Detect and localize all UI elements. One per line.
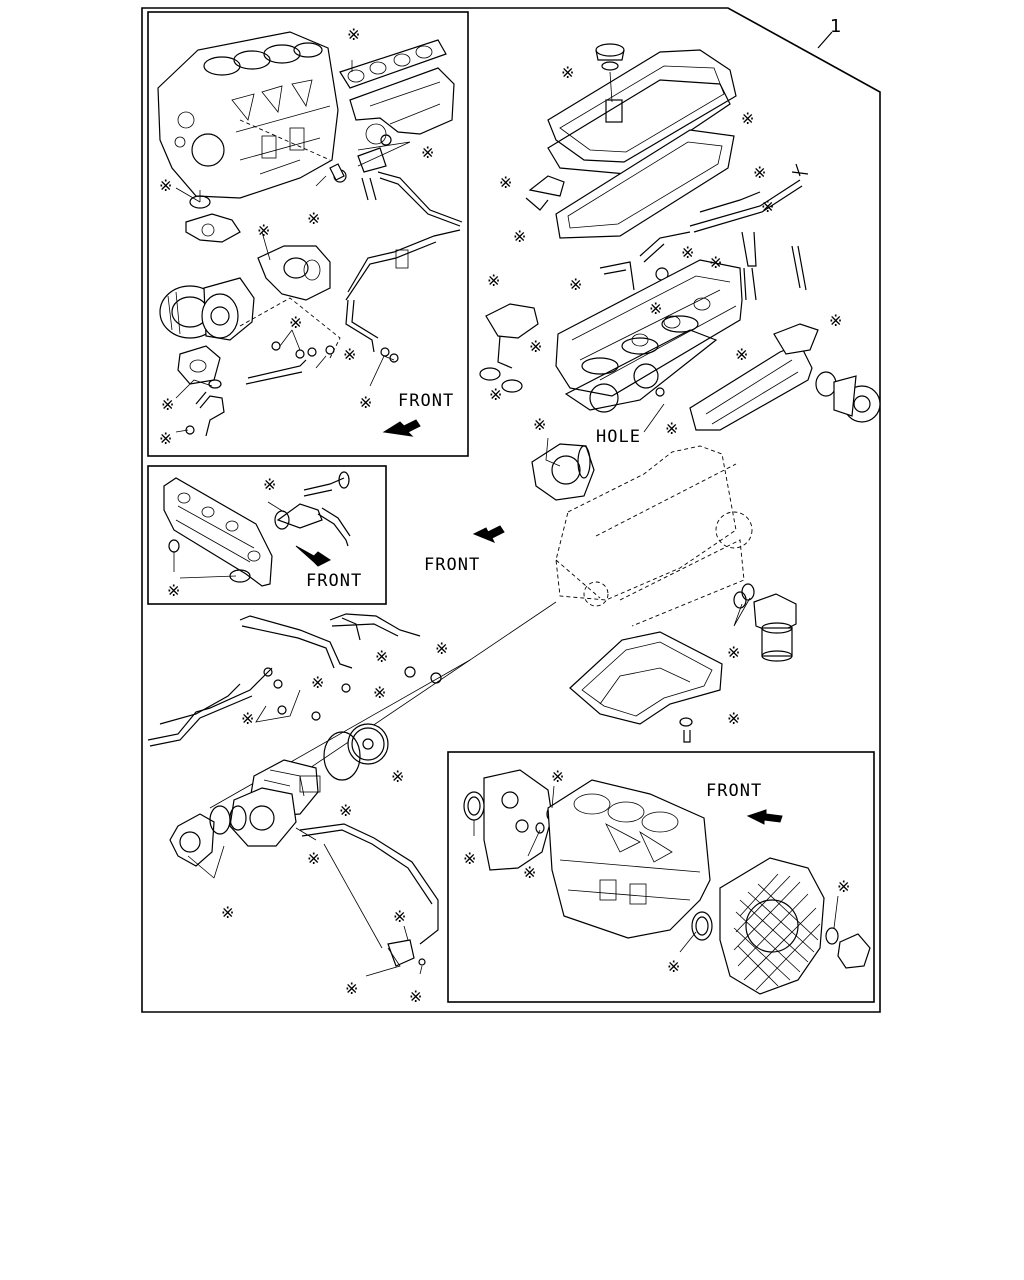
engine-block-inset	[157, 31, 339, 199]
main-engine-assembly: HOLE FRONT	[209, 43, 881, 809]
front-label-inset-small: FRONT	[306, 571, 362, 591]
turbocharger	[159, 277, 255, 341]
asterisk-marker-icon: ※	[551, 767, 564, 786]
asterisk-marker-icon: ※	[375, 647, 388, 666]
inset-flywheel-housing: FRONT	[447, 751, 875, 1003]
inset-turbo-exhaust: FRONT	[147, 11, 469, 457]
asterisk-marker-icon: ※	[727, 709, 740, 728]
asterisk-marker-icon: ※	[359, 393, 372, 412]
exhaust-manifold-gasket	[339, 39, 455, 173]
asterisk-marker-icon: ※	[837, 877, 850, 896]
asterisk-marker-icon: ※	[307, 849, 320, 868]
asterisk-marker-icon: ※	[513, 227, 526, 246]
callout-number: 1	[830, 16, 841, 37]
asterisk-marker-icon: ※	[649, 299, 662, 318]
asterisk-marker-icon: ※	[257, 221, 270, 240]
asterisk-marker-icon: ※	[393, 907, 406, 926]
asterisk-marker-icon: ※	[489, 385, 502, 404]
front-arrow-icon	[746, 809, 783, 825]
asterisk-marker-icon: ※	[339, 801, 352, 820]
asterisk-marker-icon: ※	[523, 863, 536, 882]
asterisk-marker-icon: ※	[161, 395, 174, 414]
asterisk-marker-icon: ※	[373, 683, 386, 702]
outer-frame	[141, 7, 881, 1013]
asterisk-markers: ※ ※ ※ ※ ※ ※ ※ ※ ※ ※ ※ ※ ※ ※ ※ ※ ※ ※ ※ ※ ※ ※ ※ ※ ※ ※ ※ ※ ※ ※ ※ ※ ※ ※ ※ ※ ※ ※ ※ ※…	[159, 25, 850, 1006]
front-label-inset-bottom: FRONT	[706, 781, 762, 801]
asterisk-marker-icon: ※	[347, 25, 360, 44]
fuel-pump-assembly	[147, 613, 442, 977]
asterisk-marker-icon: ※	[681, 243, 694, 262]
asterisk-marker-icon: ※	[289, 313, 302, 332]
asterisk-marker-icon: ※	[311, 673, 324, 692]
asterisk-marker-icon: ※	[829, 311, 842, 330]
asterisk-marker-icon: ※	[241, 709, 254, 728]
front-arrow-icon	[472, 525, 505, 543]
asterisk-marker-icon: ※	[499, 173, 512, 192]
asterisk-marker-icon: ※	[569, 275, 582, 294]
asterisk-marker-icon: ※	[487, 271, 500, 290]
asterisk-marker-icon: ※	[167, 581, 180, 600]
asterisk-marker-icon: ※	[421, 143, 434, 162]
front-label-center: FRONT	[424, 555, 480, 575]
hole-label: HOLE	[596, 427, 641, 447]
asterisk-marker-icon: ※	[159, 176, 172, 195]
inset-intake-gasket: FRONT	[147, 465, 387, 605]
asterisk-marker-icon: ※	[561, 63, 574, 82]
asterisk-marker-icon: ※	[753, 163, 766, 182]
asterisk-marker-icon: ※	[463, 849, 476, 868]
asterisk-marker-icon: ※	[735, 345, 748, 364]
asterisk-marker-icon: ※	[741, 109, 754, 128]
asterisk-marker-icon: ※	[409, 987, 422, 1006]
asterisk-marker-icon: ※	[727, 643, 740, 662]
asterisk-marker-icon: ※	[533, 415, 546, 434]
flywheel-housing-grid	[733, 873, 821, 991]
asterisk-marker-icon: ※	[529, 337, 542, 356]
asterisk-marker-icon: ※	[665, 419, 678, 438]
asterisk-marker-icon: ※	[159, 429, 172, 448]
asterisk-marker-icon: ※	[667, 957, 680, 976]
asterisk-marker-icon: ※	[221, 903, 234, 922]
front-label-inset-top: FRONT	[398, 391, 454, 411]
asterisk-marker-icon: ※	[307, 209, 320, 228]
asterisk-marker-icon: ※	[709, 253, 722, 272]
asterisk-marker-icon: ※	[435, 639, 448, 658]
asterisk-marker-icon: ※	[391, 767, 404, 786]
front-arrow-icon	[295, 545, 331, 567]
asterisk-marker-icon: ※	[263, 475, 276, 494]
front-arrow-icon	[382, 419, 421, 437]
asterisk-marker-icon: ※	[761, 197, 774, 216]
asterisk-marker-icon: ※	[343, 345, 356, 364]
asterisk-marker-icon: ※	[345, 979, 358, 998]
